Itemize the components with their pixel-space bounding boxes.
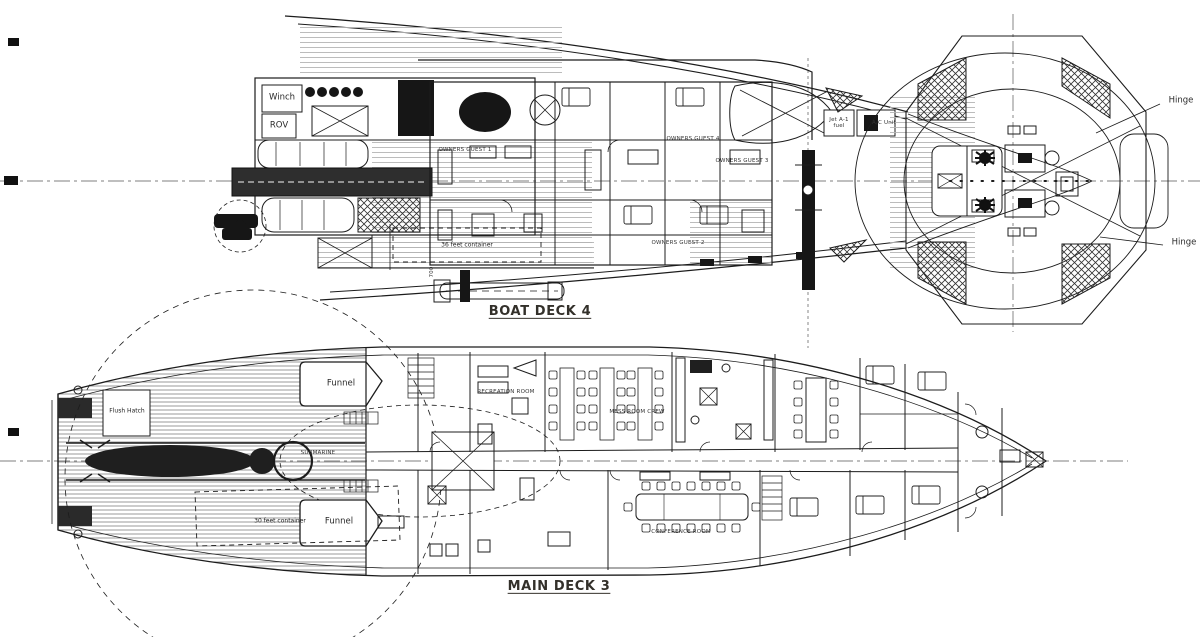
mast <box>795 150 822 290</box>
main-deck-plan <box>51 289 1048 637</box>
main-deck-rooms <box>365 348 1044 576</box>
crane-boom <box>433 270 565 303</box>
boat-deck-plan <box>213 15 909 303</box>
submarine-shape <box>85 445 255 477</box>
helipad-octagon <box>854 35 1169 325</box>
submarine-area <box>66 404 561 518</box>
boat-deck-cabins <box>418 59 896 266</box>
funnels <box>299 361 383 547</box>
registration-marks <box>4 38 19 436</box>
flush-hatch-box <box>102 389 151 437</box>
